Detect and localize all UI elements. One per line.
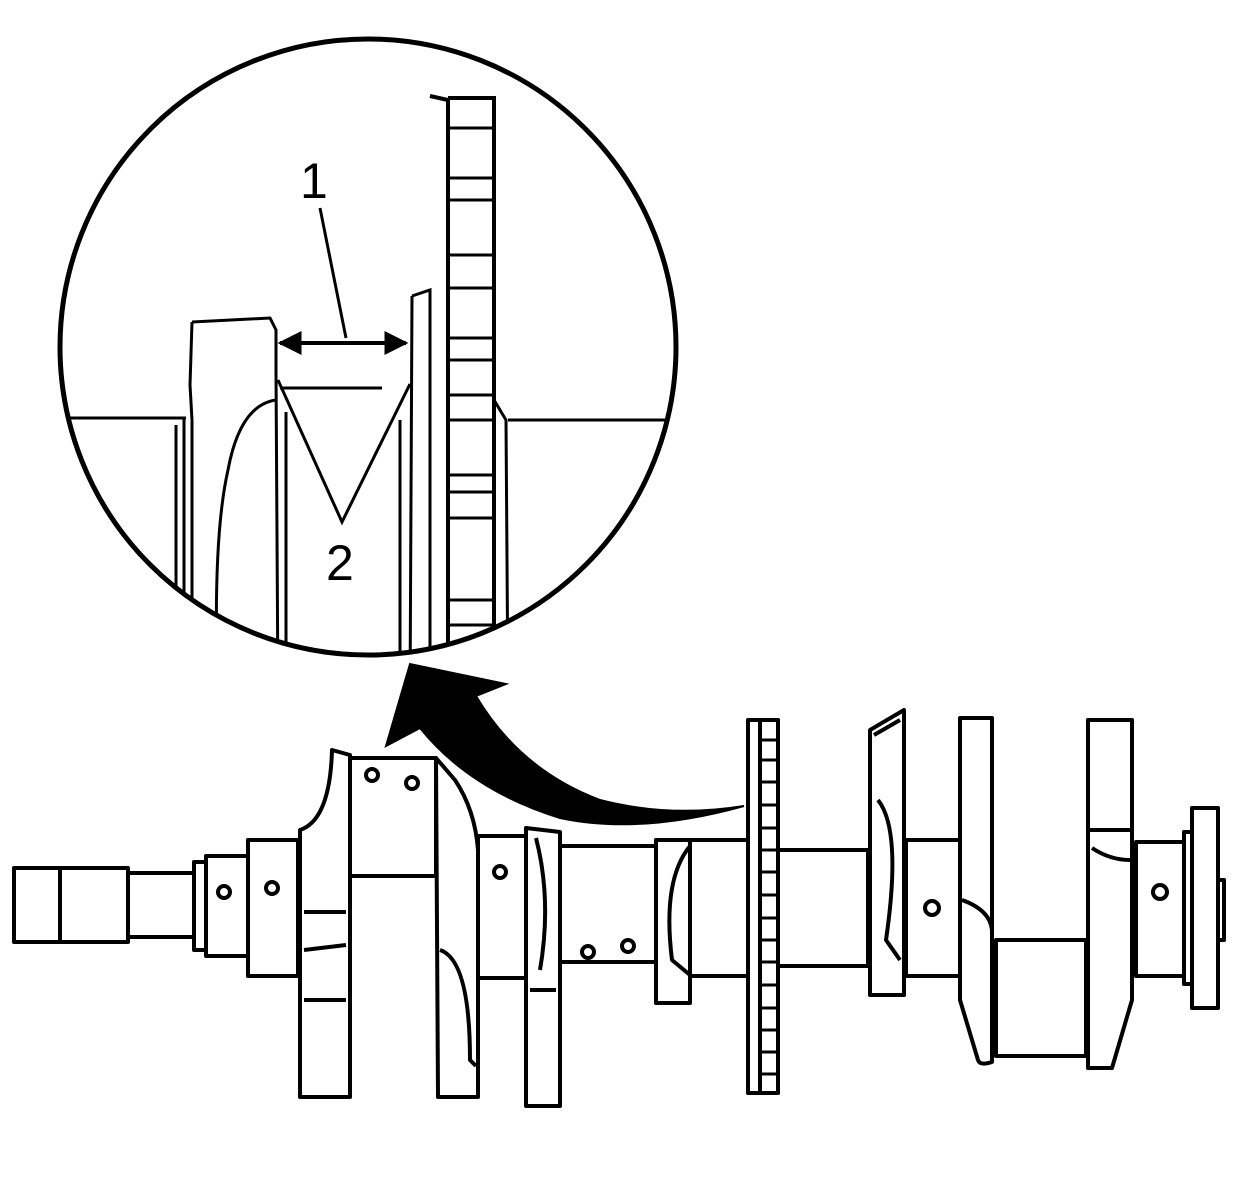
counterweight-5	[868, 708, 906, 997]
main-journal-1	[216, 838, 300, 978]
zoom-detail: 1 2	[57, 36, 679, 658]
callout-2: 2	[276, 379, 412, 591]
crankshaft	[12, 708, 1226, 1108]
counterweight-2	[434, 756, 480, 1099]
main-journal-3	[688, 838, 752, 978]
callout-1-leader	[318, 207, 348, 339]
crankshaft-snout	[12, 854, 250, 958]
counterweight-7	[1086, 718, 1134, 1070]
callout-1: 1	[277, 153, 409, 355]
counterweight-1	[298, 748, 352, 1099]
counterweight-6	[958, 716, 994, 1066]
callout-1-label: 1	[300, 153, 328, 209]
rod-journal-1	[348, 756, 438, 878]
zoom-pointer-arrow	[384, 662, 745, 826]
callout-2-leaders	[276, 379, 412, 526]
rod-journal-3	[776, 848, 870, 968]
rod-journal-4	[994, 938, 1088, 1058]
main-journal-2	[476, 834, 528, 980]
reluctor-ring	[746, 718, 780, 1095]
main-journal-5	[1134, 840, 1186, 978]
rear-flange	[1182, 806, 1226, 1010]
counterweight-4	[654, 838, 692, 1005]
zoom-circle-outline	[57, 36, 679, 658]
counterweight-3	[524, 826, 562, 1108]
main-journal-4	[904, 838, 962, 978]
callout-2-label: 2	[326, 535, 354, 591]
rod-journal-2	[558, 844, 658, 964]
